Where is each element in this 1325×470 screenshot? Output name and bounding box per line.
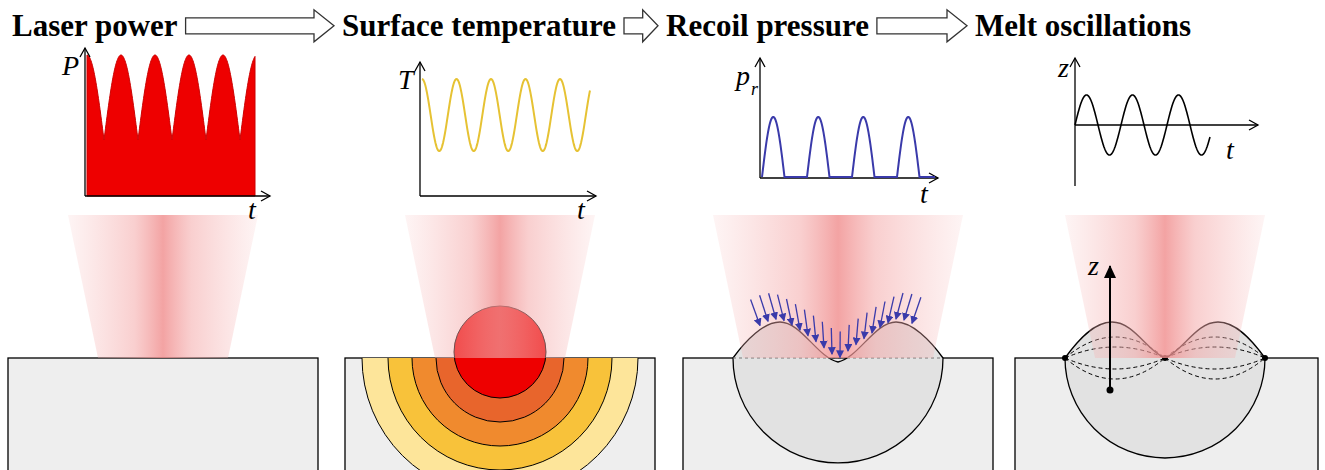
title-text: Recoil pressure xyxy=(666,8,869,44)
laser-panel xyxy=(8,215,318,470)
recoil-arrow xyxy=(751,300,760,326)
recoil-arrow xyxy=(848,325,849,351)
recoil-arrow xyxy=(822,322,824,348)
power-plot xyxy=(85,48,270,196)
recoil-arrow xyxy=(880,302,885,328)
axis-label: t xyxy=(577,196,585,224)
stage-title: Laser power xyxy=(12,8,178,44)
recoil-arrow xyxy=(795,304,800,330)
axis-label: t xyxy=(248,196,256,224)
recoil-arrow xyxy=(888,297,894,323)
stage-title: Melt oscillations xyxy=(975,8,1191,44)
recoil-arrow xyxy=(864,313,867,339)
axis-label: p xyxy=(736,62,750,90)
recoil-arrow xyxy=(831,328,833,354)
recoil-arrow xyxy=(769,293,776,319)
recoil-arrow xyxy=(904,294,912,320)
temperature-plot xyxy=(420,62,596,196)
recoil-arrow xyxy=(912,297,921,323)
title-text: Surface temperature xyxy=(342,8,616,44)
recoil-arrow xyxy=(813,316,816,342)
recoil-arrow xyxy=(787,299,793,325)
title-text: Laser power xyxy=(12,8,178,44)
melt-panel xyxy=(1015,215,1318,470)
hollow-arrow xyxy=(624,10,658,42)
recoil-arrow xyxy=(760,295,768,321)
axis-label: z xyxy=(1088,252,1099,280)
recoil-arrow xyxy=(804,310,808,336)
oscillation-plot xyxy=(1075,58,1258,186)
recoil-arrow xyxy=(839,331,841,357)
title-text: Melt oscillations xyxy=(975,8,1191,44)
heating-panel xyxy=(345,215,655,470)
hollow-arrow xyxy=(877,10,967,42)
axis-label: T xyxy=(398,66,414,94)
recoil-arrow xyxy=(778,295,785,321)
hollow-arrow xyxy=(186,10,334,42)
axis-label: z xyxy=(1058,54,1069,82)
axis-label: t xyxy=(920,180,928,208)
recoil-arrow xyxy=(896,293,903,319)
pressure-plot xyxy=(760,58,938,178)
stage-title: Surface temperature xyxy=(342,8,616,44)
subscript-label: r xyxy=(751,80,758,98)
recoil-arrow xyxy=(856,319,858,345)
axis-label: t xyxy=(1226,136,1234,164)
recoil-panel xyxy=(683,215,993,470)
stage-title: Recoil pressure xyxy=(666,8,869,44)
recoil-arrow xyxy=(872,307,876,333)
axis-label: P xyxy=(62,52,79,80)
